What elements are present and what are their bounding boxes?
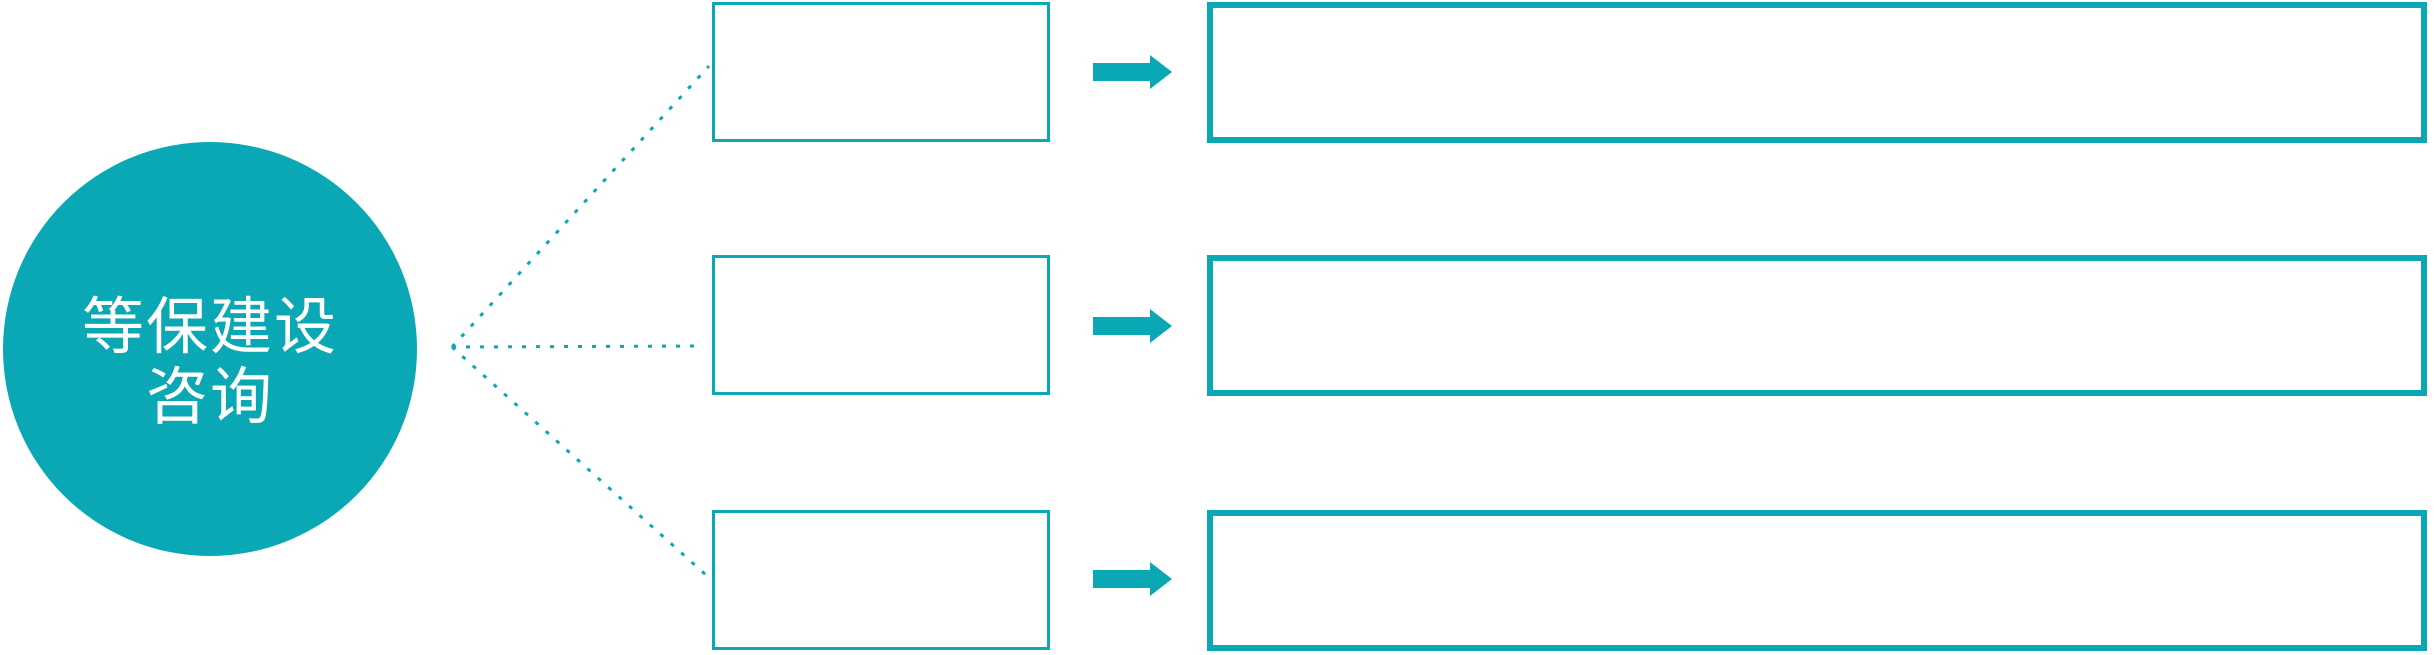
step-box-3 (712, 510, 1050, 650)
root-topic-label: 等保建设 咨询 (82, 293, 338, 433)
detail-box-2 (1207, 255, 2427, 396)
step-box-2 (712, 255, 1050, 395)
block-arrow-icon-row1 (1093, 55, 1172, 89)
root-topic-circle: 等保建设 咨询 (3, 142, 417, 556)
dotted-connector-top (450, 64, 711, 349)
root-topic-label-line2: 咨询 (145, 363, 274, 432)
root-topic-label-line1: 等保建设 (81, 293, 338, 362)
dotted-connector-bottom (450, 345, 708, 577)
detail-box-1 (1207, 2, 2427, 143)
dotted-connector-middle (451, 344, 704, 349)
block-arrow-icon-row2 (1093, 309, 1172, 343)
block-arrow-icon-row3 (1093, 562, 1172, 596)
step-box-1 (712, 2, 1050, 142)
detail-box-3 (1207, 510, 2427, 651)
